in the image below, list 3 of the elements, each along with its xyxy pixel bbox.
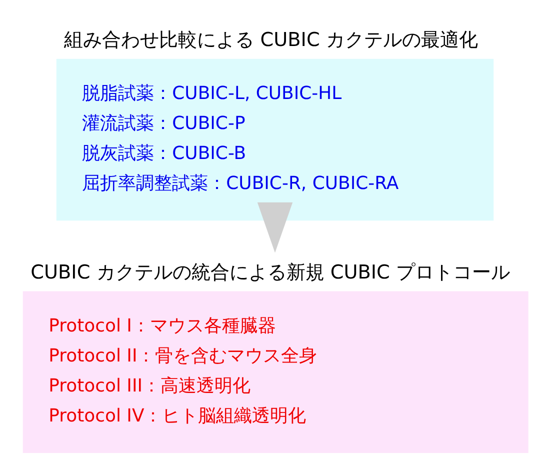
node-label: CUBIC カクテルの統合による新規 CUBIC プロトコール	[30, 260, 510, 284]
node-label: 組み合わせ比較による CUBIC カクテルの最適化	[64, 28, 478, 52]
arrow	[257, 202, 293, 253]
